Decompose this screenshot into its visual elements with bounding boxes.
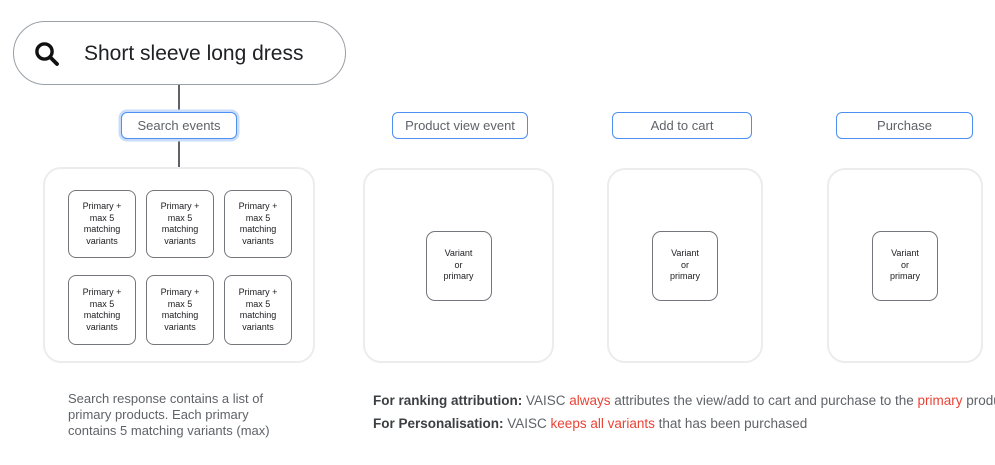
note-segment: VAISC [522,393,570,408]
note-segment: product. [966,393,995,408]
primary-card: Primary + max 5 matching variants [146,190,214,258]
event-chip-label: Product view event [405,118,515,133]
search-query-text[interactable]: Short sleeve long dress [84,42,304,65]
variant-card: Variant or primary [872,230,938,301]
primary-card: Primary + max 5 matching variants [224,190,292,258]
event-chip-label: Search events [137,118,221,133]
primary-card: Primary + max 5 matching variants [224,275,292,345]
event-chip-label: Add to cart [650,118,714,133]
note-ranking: For ranking attribution: VAISC always at… [373,393,995,409]
add-to-cart-panel: Variant or primary [607,168,763,363]
note-segment: For Personalisation: [373,416,504,431]
product-view-panel: Variant or primary [363,168,554,363]
event-chip-purchase[interactable]: Purchase [836,112,973,139]
note-segment: that has been purchased [654,416,808,431]
event-chip-add-to-cart[interactable]: Add to cart [612,112,752,139]
note-segment: always [569,393,611,408]
search-icon [35,42,59,66]
event-chip-product-view[interactable]: Product view event [392,112,528,139]
note-segment: For ranking attribution: [373,393,523,408]
event-chip-search-events[interactable]: Search events [121,112,237,139]
note-segment: keeps all variants [550,416,655,431]
connector-line-top [178,85,180,112]
variant-card: Variant or primary [652,230,718,301]
note-segment: attributes the view/add to cart and purc… [610,393,918,408]
primary-card: Primary + max 5 matching variants [68,275,136,345]
search-bar[interactable]: Short sleeve long dress [13,21,346,85]
connector-line-bottom [178,139,180,167]
search-events-panel: Primary + max 5 matching variants Primar… [43,167,315,363]
attribution-notes: For ranking attribution: VAISC always at… [373,393,995,432]
note-segment: VAISC [503,416,551,431]
note-personalisation: For Personalisation: VAISC keeps all var… [373,416,995,432]
caption-search-response: Search response contains a list of prima… [68,391,270,438]
primary-card: Primary + max 5 matching variants [146,275,214,345]
note-segment: primary [917,393,963,408]
primary-card: Primary + max 5 matching variants [68,190,136,258]
variant-card: Variant or primary [425,230,492,301]
purchase-panel: Variant or primary [827,168,983,363]
event-chip-label: Purchase [877,118,932,133]
